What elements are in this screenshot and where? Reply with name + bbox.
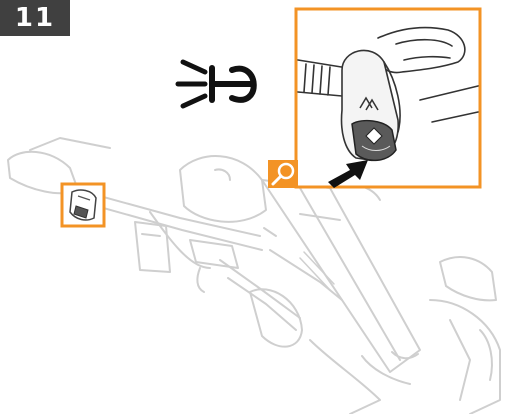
horn-icon	[175, 59, 257, 109]
button-location-highlight	[60, 182, 106, 228]
press-arrow-icon	[328, 160, 368, 188]
zoom-detail-panel	[294, 7, 482, 189]
chevron-up-icon	[359, 96, 379, 111]
step-number-badge: 11	[0, 0, 70, 36]
bike-background	[7, 137, 501, 414]
magnifier-icon	[268, 160, 298, 188]
diamond-icon	[365, 127, 383, 145]
